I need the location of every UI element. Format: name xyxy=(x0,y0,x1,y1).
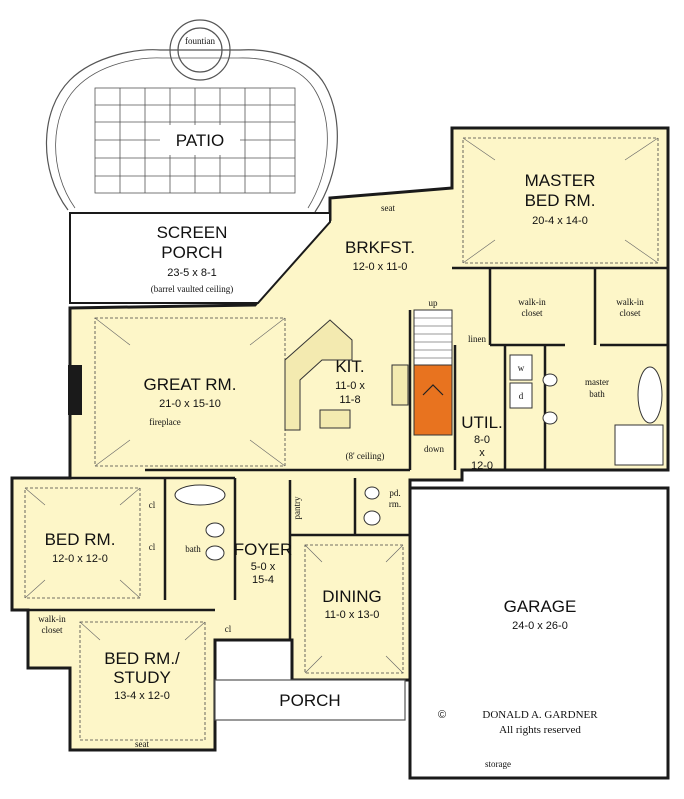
fountain-inner-ring xyxy=(177,27,223,73)
tray-ceilings xyxy=(24,137,659,741)
kit-label: KIT. xyxy=(335,357,364,376)
master-tub-icon xyxy=(637,366,663,424)
walk-in-closet-right-2: closet xyxy=(620,308,641,318)
master-sink-1-icon xyxy=(542,373,558,387)
pd-rm-label-1: pd. xyxy=(389,488,400,498)
garage-label: GARAGE xyxy=(504,597,577,616)
dryer-label: d xyxy=(519,391,524,401)
range xyxy=(391,364,409,406)
patio-label-bg xyxy=(160,125,240,155)
garage-area xyxy=(408,486,670,780)
garage-dims: 24-0 x 26-0 xyxy=(512,620,568,632)
toilet-icon xyxy=(205,522,225,538)
bath-label: bath xyxy=(185,544,201,554)
pd-rm-label-2: rm. xyxy=(389,499,401,509)
bed-rm-study-label-2: STUDY xyxy=(113,668,171,687)
washer-label: w xyxy=(518,363,525,373)
fireplace-icon xyxy=(68,365,82,415)
brkfst-label: BRKFST. xyxy=(345,238,415,257)
bed-rm-study-dims: 13-4 x 12-0 xyxy=(114,690,170,702)
screen-porch-label-1: SCREEN xyxy=(157,223,228,242)
ceiling-note: (8' ceiling) xyxy=(346,451,385,461)
patio-area xyxy=(45,19,338,213)
master-bath-label-1: master xyxy=(585,377,609,387)
labels: fountian PATIO SCREEN PORCH 23-5 x 8-1 (… xyxy=(38,36,644,769)
copyright-line-1: DONALD A. GARDNER xyxy=(482,709,598,721)
storage-label: storage xyxy=(485,759,511,769)
walk-in-closet-left-2: closet xyxy=(522,308,543,318)
pd-toilet-icon xyxy=(363,510,381,526)
util-dims-1: 8-0 xyxy=(474,434,490,446)
master-bed-label-2: BED RM. xyxy=(525,191,596,210)
sink-icon xyxy=(205,545,225,561)
walk-in-closet-right-1: walk-in xyxy=(616,297,644,307)
great-rm-dims: 21-0 x 15-10 xyxy=(159,398,221,410)
stairs-up-label: up xyxy=(429,298,439,308)
kitchen-counters xyxy=(284,319,409,431)
copyright-symbol: © xyxy=(438,709,446,721)
screen-porch-area xyxy=(69,212,331,304)
kit-dims-1: 11-0 x xyxy=(335,380,365,392)
bed-rm-1-dims: 12-0 x 12-0 xyxy=(52,553,108,565)
fireplace-label: fireplace xyxy=(149,417,180,427)
walk-in-closet-bed-1: walk-in xyxy=(38,614,66,624)
washer-icon xyxy=(509,354,533,381)
stair-arrow-icon xyxy=(422,384,444,396)
screen-porch-dims: 23-5 x 8-1 xyxy=(167,267,217,279)
seat-bottom-label: seat xyxy=(135,739,149,749)
seat-top-label: seat xyxy=(381,203,395,213)
fixtures xyxy=(174,354,664,561)
tub-icon xyxy=(174,484,226,506)
master-sink-2-icon xyxy=(542,411,558,425)
cl-3-label: cl xyxy=(225,624,232,634)
cl-1-label: cl xyxy=(149,500,156,510)
screen-porch-note: (barrel vaulted ceiling) xyxy=(151,284,233,294)
interior-walls xyxy=(12,266,668,640)
bed-rm-1-label: BED RM. xyxy=(45,530,116,549)
stairs xyxy=(413,309,453,436)
pantry-label: pantry xyxy=(292,496,302,519)
util-dims-2: x xyxy=(479,447,485,459)
cl-2-label: cl xyxy=(149,542,156,552)
master-bath-label-2: bath xyxy=(589,389,605,399)
foyer-dims-1: 5-0 x xyxy=(251,561,276,573)
master-bed-label-1: MASTER xyxy=(525,171,596,190)
fountain-label: fountian xyxy=(185,36,215,46)
walk-in-closet-bed-2: closet xyxy=(42,625,63,635)
dining-dims: 11-0 x 13-0 xyxy=(325,609,380,621)
foyer-label: FOYER xyxy=(234,540,293,559)
walk-in-closet-left-1: walk-in xyxy=(518,297,546,307)
porch-label: PORCH xyxy=(279,691,340,710)
tray-ceiling-diagonals xyxy=(24,137,659,674)
util-label: UTIL. xyxy=(461,413,503,432)
util-dims-3: 12-0 xyxy=(471,460,493,472)
porch-area xyxy=(214,679,406,721)
pd-sink-icon xyxy=(364,486,380,500)
great-rm-label: GREAT RM. xyxy=(144,375,237,394)
bed-rm-study-label-1: BED RM./ xyxy=(104,649,180,668)
stairs-down-label: down xyxy=(424,444,444,454)
foyer-dims-2: 15-4 xyxy=(252,574,274,586)
brkfst-dims: 12-0 x 11-0 xyxy=(353,261,408,273)
master-bed-dims: 20-4 x 14-0 xyxy=(532,215,588,227)
kit-dims-2: 11-8 xyxy=(339,394,360,406)
stair-down-highlight xyxy=(413,364,453,436)
copyright-line-2: All rights reserved xyxy=(499,724,581,736)
dryer-icon xyxy=(509,382,533,409)
patio-label: PATIO xyxy=(176,131,225,150)
linen-label: linen xyxy=(468,334,486,344)
dining-label: DINING xyxy=(322,587,382,606)
screen-porch-label-2: PORCH xyxy=(161,243,222,262)
shower-icon xyxy=(614,424,664,466)
fountain-outer-ring xyxy=(169,19,231,81)
